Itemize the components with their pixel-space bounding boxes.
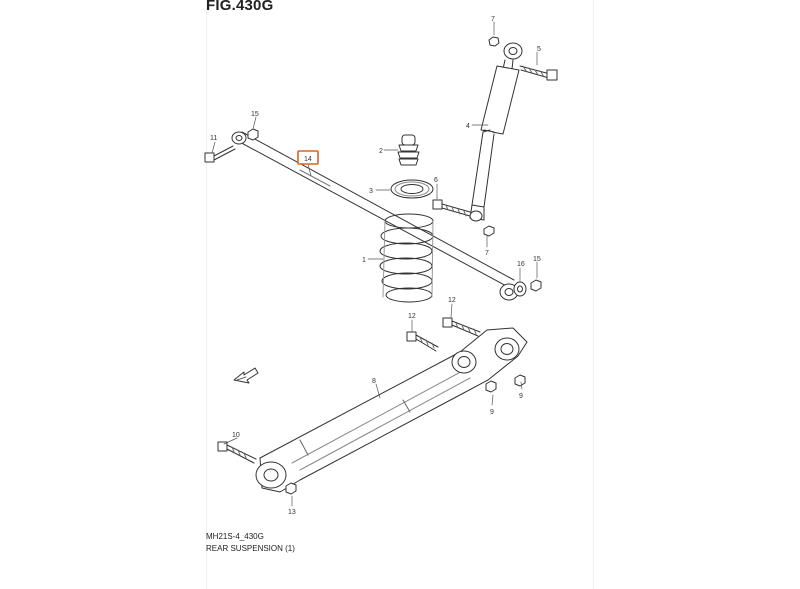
front-arrow-icon bbox=[233, 367, 259, 384]
left-rod-bolt[interactable] bbox=[204, 145, 236, 163]
washer[interactable] bbox=[513, 281, 527, 297]
trailing-arm-bolt-upper[interactable] bbox=[442, 317, 481, 337]
spring-seat[interactable] bbox=[390, 179, 434, 199]
callout-10: 10 bbox=[232, 432, 240, 439]
arm-nut-right[interactable] bbox=[514, 374, 526, 387]
callout-15-left: 15 bbox=[251, 111, 259, 118]
figure-code: MH21S-4_430G bbox=[206, 532, 264, 541]
callout-7-top: 7 bbox=[491, 16, 495, 23]
figure-caption: REAR SUSPENSION (1) bbox=[206, 544, 295, 553]
callout-7-lower: 7 bbox=[485, 250, 489, 257]
lower-shock-bolt[interactable] bbox=[432, 199, 471, 217]
callout-8: 8 bbox=[372, 378, 376, 385]
callout-9-center: 9 bbox=[490, 409, 494, 416]
arm-nut-center[interactable] bbox=[485, 380, 497, 393]
front-arm-bolt[interactable] bbox=[217, 441, 257, 464]
callout-13: 13 bbox=[288, 509, 296, 516]
left-rod-nut[interactable] bbox=[247, 128, 259, 141]
callout-6: 6 bbox=[434, 177, 438, 184]
callout-14-highlight bbox=[297, 150, 319, 165]
front-arm-nut[interactable] bbox=[285, 482, 297, 495]
lateral-rod[interactable] bbox=[231, 131, 519, 301]
diagram-sheet bbox=[206, 0, 594, 589]
leader-lines bbox=[211, 21, 538, 507]
trailing-arm[interactable] bbox=[255, 327, 528, 493]
callout-9-right: 9 bbox=[519, 393, 523, 400]
upper-nut[interactable] bbox=[488, 36, 500, 47]
callout-3: 3 bbox=[369, 188, 373, 195]
callout-12-upper: 12 bbox=[448, 297, 456, 304]
upper-shock-bolt[interactable] bbox=[519, 65, 558, 81]
callout-16: 16 bbox=[517, 261, 525, 268]
figure-title: FIG.430G bbox=[206, 0, 274, 14]
callout-15-right: 15 bbox=[533, 256, 541, 263]
bump-stopper[interactable] bbox=[397, 134, 420, 166]
callout-1: 1 bbox=[362, 257, 366, 264]
callout-2: 2 bbox=[379, 148, 383, 155]
shock-absorber[interactable] bbox=[469, 42, 523, 222]
callout-5: 5 bbox=[537, 46, 541, 53]
lower-shock-nut[interactable] bbox=[483, 225, 495, 237]
callout-4: 4 bbox=[466, 123, 470, 130]
callout-11: 11 bbox=[210, 135, 217, 142]
coil-spring[interactable] bbox=[379, 213, 434, 303]
trailing-arm-bolt-lower[interactable] bbox=[406, 331, 439, 352]
callout-14: 14 bbox=[304, 156, 312, 163]
right-nut[interactable] bbox=[530, 279, 542, 292]
callout-12-lower: 12 bbox=[408, 313, 416, 320]
